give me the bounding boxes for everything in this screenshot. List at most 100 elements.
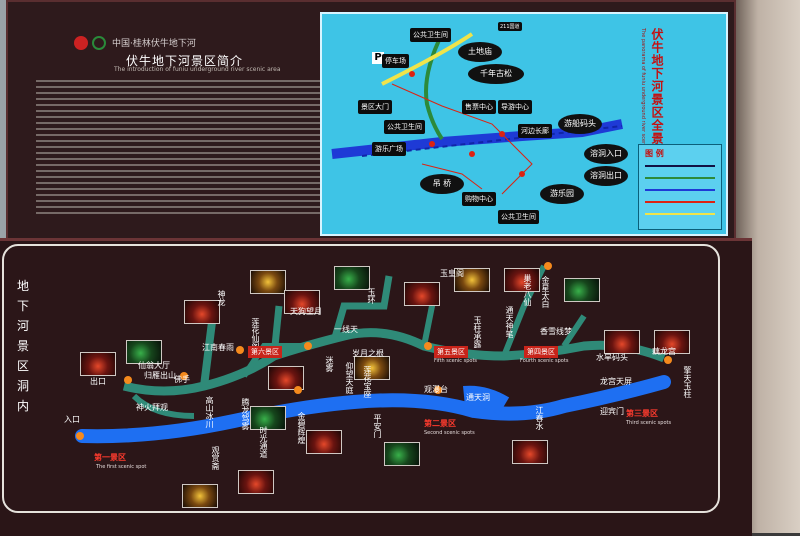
overview-label-park: 游乐园 <box>540 184 584 204</box>
cave-photo <box>384 442 420 466</box>
waypoint-dot <box>236 346 244 354</box>
spot-mihu: 迷雾 <box>325 356 334 372</box>
spot-xiangxue: 香雪线梦 <box>540 327 572 336</box>
spot-shuidao: 水旱码头 <box>596 353 628 362</box>
spot-lianhuabao: 莲花宝座 <box>363 366 372 398</box>
spot-zhetian: 擎天玉柱 <box>683 366 692 398</box>
overview-map: P 公共卫生间 停车场 土地庙 千年古松 景区大门 公共卫生间 售票中心 导游中… <box>320 12 728 236</box>
overview-label-gate: 景区大门 <box>358 100 392 114</box>
waypoint-dot <box>124 376 132 384</box>
overview-label-road211: 211国道 <box>498 22 522 31</box>
cave-photo <box>334 266 370 290</box>
underground-side-title: 地下河景区洞内 <box>16 279 29 413</box>
cave-photo <box>564 278 600 302</box>
scenic-third-en: Third scenic spots <box>626 420 672 426</box>
spot-yidongtian: 一线天 <box>334 325 358 334</box>
waypoint-dot <box>424 342 432 350</box>
spot-lianhua: 莲花仙阁 <box>251 318 260 350</box>
intro-subtitle: The introduction of funiu underground ri… <box>114 66 281 73</box>
spot-xiaoyue: 天狗望月 <box>290 307 322 316</box>
spot-tenglong: 腾龙驾雾 <box>241 398 250 430</box>
brand-text: 中国·桂林伏牛地下河 <box>112 39 196 49</box>
scenic-first-en: The first scenic spot <box>96 464 147 470</box>
cave-photo <box>604 330 640 354</box>
cave-photo <box>250 270 286 294</box>
cave-photo <box>184 300 220 324</box>
spot-exit: 出口 <box>90 377 106 386</box>
spot-shijian: 时光通道 <box>259 426 268 458</box>
cave-photo <box>354 356 390 380</box>
logo-red-dot <box>74 36 88 50</box>
overview-title: 伏牛地下河景区全景图 <box>650 28 664 158</box>
waypoint-dot <box>544 262 552 270</box>
scenic-first-label: 第一景区 <box>94 453 126 462</box>
logo-green-ring <box>92 36 106 50</box>
scenic-third-label: 第三景区 <box>626 409 658 418</box>
spot-tongtian: 通天洞 <box>466 393 490 402</box>
cave-photo <box>80 352 116 376</box>
cave-photo <box>182 484 218 508</box>
spot-yuhuangge: 玉皇阁 <box>440 269 464 278</box>
spot-bingchuan: 高山冰川 <box>205 396 214 428</box>
spot-yuhuan: 玉环 <box>367 288 376 304</box>
overview-label-square: 游乐广场 <box>372 142 406 156</box>
spot-guanhao: 观赏斋 <box>211 446 220 470</box>
spot-yinbin: 迎宾门 <box>600 407 624 416</box>
waypoint-dot <box>434 386 442 394</box>
scenic-second-en: Second scenic spots <box>424 430 475 436</box>
overview-label-ticket: 售票中心 <box>462 100 496 114</box>
spot-foshou: 佛手 <box>174 375 190 384</box>
waypoint-dot <box>180 372 188 380</box>
spot-entrance: 入口 <box>64 415 80 424</box>
waypoint-dot <box>304 342 312 350</box>
spot-pingan: 平安门 <box>373 414 382 438</box>
spot-guanxiu: 观瀑台 <box>424 385 448 394</box>
spot-yuzhu: 玉柱承露 <box>473 316 482 348</box>
overview-legend: 图 例 <box>638 144 722 230</box>
spot-shenhuo: 神火拜观 <box>136 403 168 412</box>
cave-photo <box>404 282 440 306</box>
intro-text-block <box>36 80 322 220</box>
spot-jiangnan: 江南春雨 <box>202 343 234 352</box>
cave-photo <box>250 406 286 430</box>
overview-label-dock: 游船码头 <box>558 114 602 134</box>
spot-suiyue: 岁月之根 <box>352 349 384 358</box>
cave-photo <box>454 268 490 292</box>
scenic-fourth-tag: 第四景区 <box>524 346 558 358</box>
spot-longgong: 龙宫天屏 <box>600 377 632 386</box>
cave-photo <box>126 340 162 364</box>
cave-photo <box>238 470 274 494</box>
waypoint-dot <box>664 356 672 364</box>
parking-icon: P <box>372 52 384 64</box>
cave-photo <box>654 330 690 354</box>
spot-xiujie: 仙翁大厅 <box>138 361 170 370</box>
overview-label-tudimiao: 土地庙 <box>458 42 502 62</box>
spot-shenlong: 神龙 <box>217 290 226 306</box>
scenic-sixth-tag: 第六景区 <box>248 346 282 358</box>
spot-zonglan: 巢老八仙 <box>523 274 532 306</box>
overview-label-toilet1: 公共卫生间 <box>410 28 451 42</box>
legend-title: 图 例 <box>645 149 664 158</box>
overview-label-cave-out: 溶洞出口 <box>584 166 628 186</box>
intro-title: 伏牛地下河景区简介 <box>126 54 244 68</box>
scenic-second-label: 第二景区 <box>424 419 456 428</box>
cave-photo <box>284 290 320 314</box>
spot-yangwang: 仰望天庭 <box>345 362 354 394</box>
overview-label-bridge: 吊 桥 <box>420 174 464 194</box>
overview-label-cave-in: 溶洞入口 <box>584 144 628 164</box>
scenic-fifth-en: Fifth scenic spots <box>434 358 478 364</box>
underground-map-paths <box>75 264 671 444</box>
spot-tongtian-bi: 通天神笔 <box>505 306 514 338</box>
overview-label-toilet2: 公共卫生间 <box>384 120 425 134</box>
overview-subtitle: The panorama of funiu underground river … <box>640 28 646 163</box>
top-board: 中国·桂林伏牛地下河 伏牛地下河景区简介 The introduction of… <box>6 0 736 244</box>
overview-label-qiannian: 千年古松 <box>468 64 524 84</box>
cave-photo <box>306 430 342 454</box>
underground-map: 地下河景区洞内 入口 出口 江南春雨 归雁出山 仙翁大厅 佛手 神火拜观 高山冰… <box>2 244 720 513</box>
overview-label-toilet3: 公共卫生间 <box>498 210 539 224</box>
waypoint-dot <box>294 386 302 394</box>
cave-photo <box>504 268 540 292</box>
cave-photo <box>512 440 548 464</box>
spot-shen-tai: 金星太白 <box>541 276 550 308</box>
spot-guiyan: 归雁出山 <box>144 371 176 380</box>
